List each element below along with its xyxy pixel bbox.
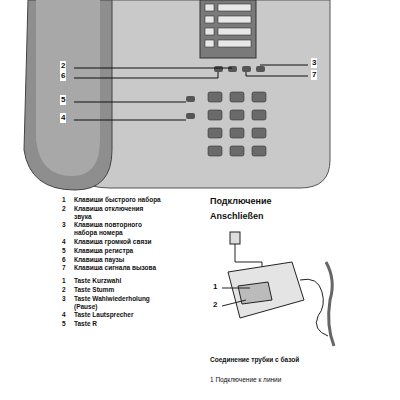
list-number: 1 — [62, 196, 66, 204]
list-number: 2 — [62, 205, 66, 213]
callout-number: 4 — [60, 113, 66, 123]
list-number: 1 — [62, 277, 66, 285]
section-heading: Anschließen — [210, 211, 264, 222]
list-number: 3 — [62, 221, 66, 229]
list-number: 3 — [62, 295, 66, 303]
keypad — [208, 92, 266, 156]
callout-number: 5 — [60, 95, 66, 105]
callout-number: 7 — [311, 70, 317, 80]
list-number: 2 — [62, 286, 66, 294]
handset — [24, 0, 112, 190]
callout-number: 1 — [212, 282, 218, 292]
connection-drawing — [222, 232, 334, 346]
list-number: 6 — [62, 256, 66, 264]
section-heading: Подключение — [210, 196, 271, 207]
list-text: Клавиши быстрого набора — [74, 196, 162, 204]
list-number: 5 — [62, 247, 66, 255]
list-text: Taste Lautsprecher — [74, 311, 162, 319]
list-number: 4 — [62, 238, 66, 246]
speed-dial-panel — [200, 0, 256, 58]
list-text: Taste R — [74, 320, 162, 328]
list-text: Taste Kurzwahl — [74, 277, 162, 285]
list-text: Клавиша паузы — [74, 256, 162, 264]
leader-lines — [74, 65, 308, 120]
list-text: Клавиша сигнала вызова — [74, 264, 162, 272]
caption-text: Соединение трубки с базой — [210, 356, 330, 364]
speed-dial-keys — [205, 4, 251, 47]
caption-text: 1 Подключение к линии — [210, 376, 330, 384]
list-text: Клавиша громкой связи — [74, 238, 162, 246]
function-keys — [186, 66, 265, 119]
callout-number: 2 — [60, 61, 66, 71]
callout-number: 2 — [212, 300, 218, 310]
list-number: 4 — [62, 311, 66, 319]
handset-face — [36, 0, 100, 176]
list-number: 5 — [62, 320, 66, 328]
list-number: 7 — [62, 264, 66, 272]
list-text: Taste Stumm — [74, 286, 162, 294]
callout-number: 3 — [311, 58, 317, 68]
list-text: Клавиша повторного набора номера — [74, 221, 162, 237]
list-text: Клавиша отключения звука — [74, 205, 162, 221]
callout-number: 6 — [60, 71, 66, 81]
list-text: Клавиша регистра — [74, 247, 162, 255]
list-text: Taste Wahlwiederholung (Pause) — [74, 295, 162, 311]
